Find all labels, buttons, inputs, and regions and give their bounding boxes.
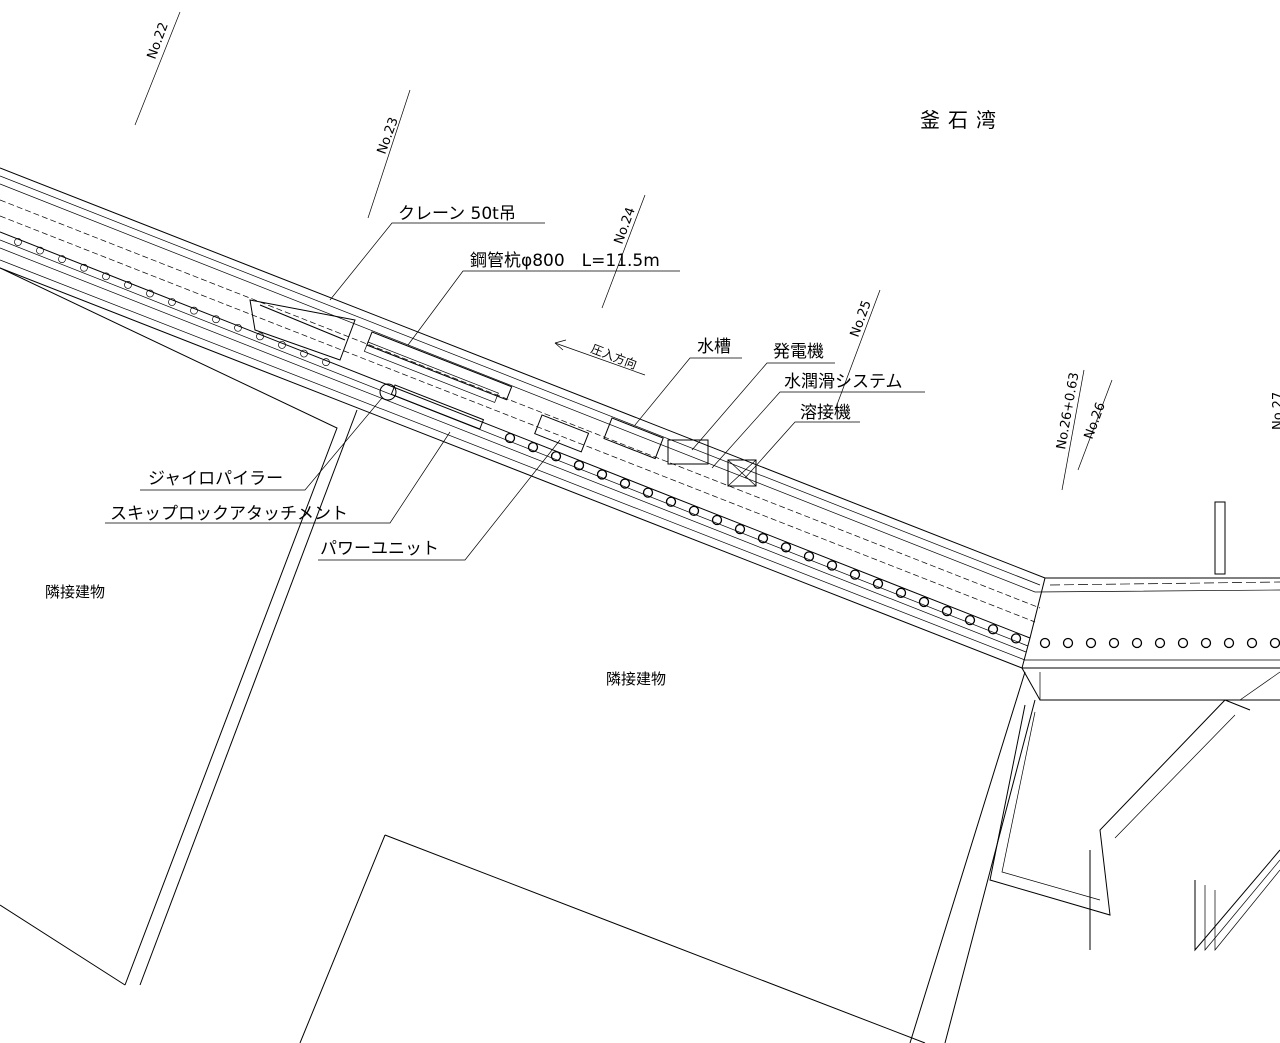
pile-circle	[688, 505, 700, 517]
pile-circle	[964, 615, 976, 626]
pile-circle	[895, 587, 907, 598]
pile-circles	[14, 238, 1280, 649]
pile-circle	[322, 358, 330, 366]
station-label: No.26	[1082, 400, 1109, 441]
pile-circle	[1131, 637, 1143, 649]
gyro-piler-label: ジャイロパイラー	[148, 469, 283, 489]
pile-circle	[941, 605, 953, 617]
pile-circle	[1108, 637, 1120, 649]
station-label: No.23	[375, 115, 402, 156]
pile-circle	[596, 469, 608, 480]
pile-circle	[1177, 637, 1189, 649]
pile-circle	[190, 306, 198, 315]
station-label: No.24	[612, 205, 639, 246]
seawall	[0, 167, 1280, 701]
pile-circle	[80, 263, 88, 272]
pile-circle	[102, 272, 110, 281]
pile-circle	[1269, 637, 1280, 649]
pile-circle	[573, 460, 585, 471]
pile-circle	[1246, 637, 1258, 649]
welder-label: 溶接機	[800, 403, 851, 423]
station-label: No.27	[1271, 392, 1280, 430]
pile-circle	[1039, 637, 1051, 649]
pile-circle	[256, 332, 264, 341]
station-label: No.22	[145, 20, 172, 61]
direction-label: 圧入方向	[589, 341, 639, 372]
pile-circle	[757, 533, 769, 544]
water-tank-label: 水槽	[697, 337, 731, 357]
bay-title: 釜石湾	[920, 108, 1004, 132]
pile-circle	[36, 246, 44, 255]
pile-circle	[146, 289, 154, 298]
pile-circle	[803, 551, 815, 562]
pile-circle	[1154, 637, 1166, 649]
callouts: 釜石湾 クレーン 50t吊 鋼管杭φ800 L=11.5m 圧入方向 水槽 発電…	[45, 108, 1004, 688]
pile-circle	[642, 487, 654, 498]
pile-circle	[234, 323, 242, 332]
pile-circle	[987, 624, 999, 635]
station-lines: No.22 No.23 No.24 No.25 No.26+0.63 No.26…	[134, 11, 1280, 491]
station-label: No.25	[848, 298, 875, 339]
pile-circle	[168, 298, 176, 306]
building-left-label: 隣接建物	[45, 583, 105, 601]
pile-circle	[1085, 637, 1097, 649]
crane-label: クレーン 50t吊	[398, 204, 516, 224]
pile-circle	[826, 560, 838, 571]
pile-circle	[58, 255, 66, 264]
pile-circle	[504, 432, 516, 444]
generator-label: 発電機	[773, 342, 824, 362]
pile-circle	[14, 238, 22, 246]
pile-circle	[1223, 637, 1235, 649]
station-label: No.26+0.63	[1054, 371, 1082, 450]
adjacent-buildings	[0, 267, 1280, 1043]
pile-circle	[1200, 637, 1212, 649]
skip-rock-label: スキップロックアタッチメント	[110, 504, 348, 524]
pile-circle	[550, 451, 562, 462]
pile-circle	[527, 441, 539, 453]
pile-circle	[278, 341, 286, 349]
pile-circle	[300, 349, 308, 358]
pile-circle	[665, 496, 677, 507]
pile-circle	[780, 542, 792, 553]
power-unit-label: パワーユニット	[320, 539, 439, 559]
building-center-label: 隣接建物	[606, 670, 666, 688]
pile-label: 鋼管杭φ800 L=11.5m	[470, 251, 660, 271]
pile-circle	[872, 578, 884, 589]
pile-circle	[1010, 633, 1022, 644]
pile-circle	[124, 281, 132, 289]
pile-circle	[918, 596, 930, 608]
pile-circle	[1062, 637, 1074, 649]
pile-circle	[619, 478, 631, 489]
pile-circle	[212, 315, 220, 324]
equipment	[249, 299, 757, 487]
pile-circle	[849, 569, 861, 580]
pile-circle	[711, 514, 723, 526]
water-lube-label: 水潤滑システム	[784, 372, 903, 392]
pile-circle	[734, 523, 746, 535]
